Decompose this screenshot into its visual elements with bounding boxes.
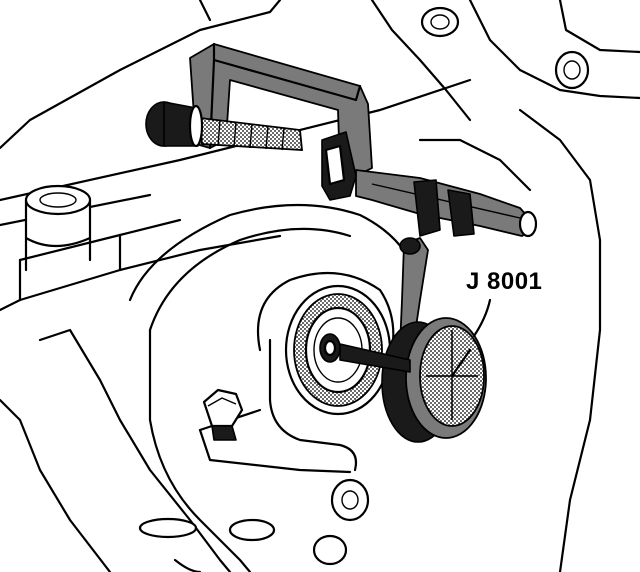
dial-indicator-gauge bbox=[339, 317, 487, 443]
indicator-support-rod bbox=[355, 169, 538, 347]
clamp-fixture bbox=[145, 42, 373, 201]
hex-bolt bbox=[202, 388, 244, 441]
callout-leader bbox=[472, 298, 492, 338]
tool-callout-label: J 8001 bbox=[466, 268, 543, 295]
bolt-boss-top bbox=[420, 6, 460, 38]
pulley-hub bbox=[256, 271, 395, 416]
bolt-boss-right bbox=[554, 50, 590, 90]
lower-bolt-holes bbox=[138, 478, 370, 566]
